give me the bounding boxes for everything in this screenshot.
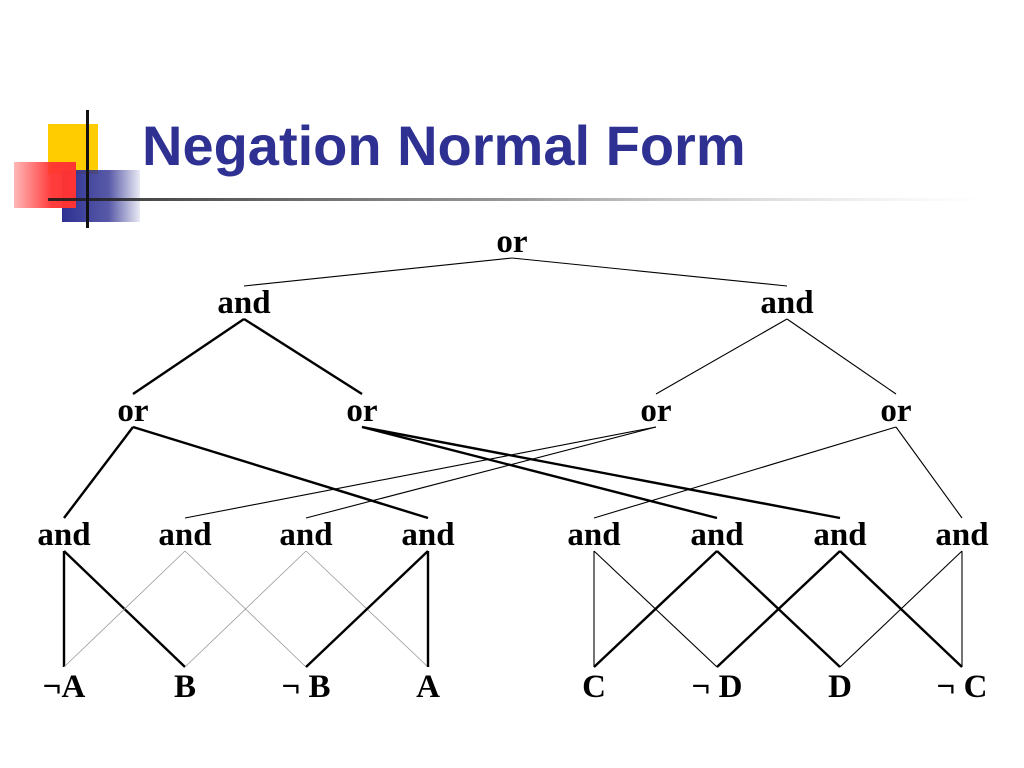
edge-and_7-lit_6 [716, 550, 841, 668]
edge-and_4-lit_3 [305, 550, 429, 668]
edge-root-and_r [511, 257, 788, 287]
edge-and_r-or_3 [655, 318, 788, 395]
node-root: or [496, 224, 527, 260]
node-lit-7: D [828, 669, 852, 705]
node-and-2: and [158, 517, 211, 553]
node-or-1: or [117, 393, 148, 429]
edge-and_3-lit_2 [184, 550, 307, 668]
node-lit-6: ¬ D [692, 669, 743, 705]
node-lit-2: B [174, 669, 196, 705]
tree-nodes: or and and or or or or and and and and and and and and… [37, 224, 988, 705]
squares-logo-icon [14, 110, 988, 228]
node-and-8: and [935, 517, 988, 553]
node-lit-5: C [582, 669, 606, 705]
node-and-7: and [813, 517, 866, 553]
node-and-4: and [401, 517, 454, 553]
node-and-l: and [217, 285, 270, 321]
node-or-2: or [346, 393, 377, 429]
edge-or_3-and_3 [305, 426, 657, 519]
node-lit-8: ¬ C [937, 669, 988, 705]
node-and-3: and [279, 517, 332, 553]
node-lit-1: ¬A [43, 669, 86, 705]
edge-and_8-lit_7 [839, 550, 963, 668]
node-lit-4: A [416, 669, 440, 705]
edge-or_1-and_1 [63, 426, 134, 519]
edge-or_2-and_7 [361, 425, 841, 520]
tree-edges [62, 257, 963, 668]
edge-or_4-and_5 [593, 426, 897, 519]
edge-or_1-and_4 [132, 425, 429, 520]
logo-vertical-rule [86, 110, 89, 228]
node-and-5: and [567, 517, 620, 553]
edge-or_3-and_2 [184, 426, 657, 519]
edge-or_4-and_8 [895, 426, 963, 519]
node-lit-3: ¬ B [281, 669, 330, 705]
node-and-r: and [760, 285, 813, 321]
edge-or_2-and_6 [361, 425, 718, 520]
node-or-3: or [640, 393, 671, 429]
slide-title: Negation Normal Form [142, 114, 746, 177]
node-or-4: or [880, 393, 911, 429]
edge-and_2-lit_1 [63, 550, 186, 668]
edge-and_6-lit_5 [593, 550, 718, 668]
edge-root-and_l [243, 257, 513, 287]
title-rule [48, 198, 988, 201]
edge-and_l-or_2 [243, 317, 363, 396]
node-and-1: and [37, 517, 90, 553]
edge-and_r-or_4 [786, 318, 897, 395]
edge-and_l-or_1 [132, 318, 245, 395]
node-and-6: and [690, 517, 743, 553]
